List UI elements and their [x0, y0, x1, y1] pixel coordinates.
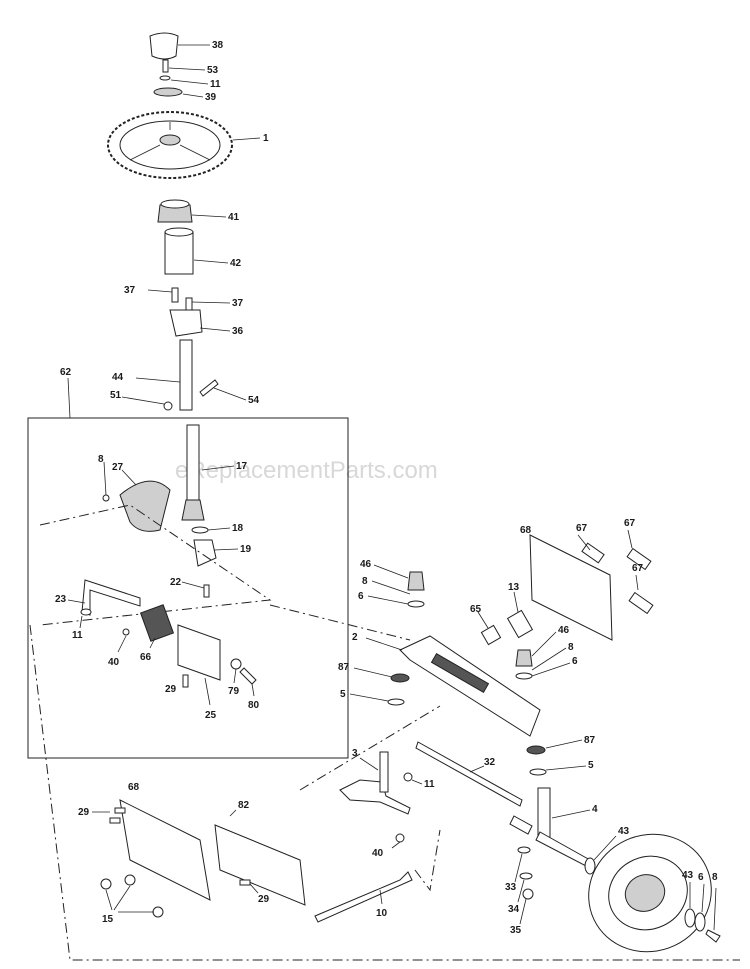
label-67-b: 67 [624, 518, 636, 529]
front-axle-group: 68 67 67 67 46 8 6 13 65 46 8 6 [338, 518, 721, 953]
label-22: 22 [170, 577, 182, 588]
label-39: 39 [205, 92, 217, 103]
label-8-right: 8 [568, 642, 574, 653]
sector-gear-part [119, 480, 171, 532]
label-36: 36 [232, 326, 244, 337]
label-51: 51 [110, 390, 122, 401]
label-34: 34 [508, 904, 520, 915]
label-5-right: 5 [588, 760, 594, 771]
label-27: 27 [112, 462, 124, 473]
label-82: 82 [238, 800, 250, 811]
label-40-box: 40 [108, 657, 120, 668]
label-40-axle: 40 [372, 848, 384, 859]
lower-bracket-group: 68 29 82 29 15 10 [29, 604, 740, 961]
label-67-c: 67 [632, 563, 644, 574]
label-41: 41 [228, 212, 240, 223]
label-18: 18 [232, 523, 244, 534]
label-17: 17 [236, 461, 248, 472]
label-15: 15 [102, 914, 114, 925]
steering-column-group: 38 53 11 39 1 41 42 37 [107, 32, 269, 411]
cap-part [149, 32, 179, 60]
label-19: 19 [240, 544, 252, 555]
label-79: 79 [228, 686, 240, 697]
label-66: 66 [140, 652, 152, 663]
bolt-part [162, 59, 169, 73]
label-6-left: 6 [358, 591, 364, 602]
label-68-axle: 68 [520, 525, 532, 536]
label-33: 33 [505, 882, 517, 893]
label-43-left: 43 [618, 826, 630, 837]
watermark-text: eReplacementParts.com [175, 457, 438, 484]
label-8-gear: 8 [98, 454, 104, 465]
label-87-left: 87 [338, 662, 350, 673]
label-46-left: 46 [360, 559, 372, 570]
label-62: 62 [60, 367, 72, 378]
label-87-right: 87 [584, 735, 596, 746]
label-25: 25 [205, 710, 217, 721]
label-6-right: 6 [572, 656, 578, 667]
label-54: 54 [248, 395, 260, 406]
label-8-left: 8 [362, 576, 368, 587]
label-2: 2 [352, 632, 358, 643]
label-46-right: 46 [558, 625, 570, 636]
label-80: 80 [248, 700, 260, 711]
steering-gear-box: 62 17 18 19 22 8 27 23 11 [27, 367, 349, 759]
label-13: 13 [508, 582, 520, 593]
label-43-right: 43 [682, 870, 694, 881]
label-37-right: 37 [232, 298, 244, 309]
label-3: 3 [352, 748, 358, 759]
label-37-left: 37 [124, 285, 136, 296]
label-65: 65 [470, 604, 482, 615]
label-6-wheel: 6 [698, 872, 704, 883]
label-23: 23 [55, 594, 67, 605]
label-53: 53 [207, 65, 219, 76]
label-5-left: 5 [340, 689, 346, 700]
label-44: 44 [112, 372, 124, 383]
label-11-top: 11 [210, 79, 221, 90]
label-38: 38 [212, 40, 224, 51]
label-29-lower: 29 [78, 807, 90, 818]
label-29-box: 29 [165, 684, 177, 695]
label-68-lower: 68 [128, 782, 140, 793]
label-11-box: 11 [72, 630, 83, 641]
label-29-right: 29 [258, 894, 270, 905]
label-67-a: 67 [576, 523, 588, 534]
label-10: 10 [376, 908, 388, 919]
label-4: 4 [592, 804, 598, 815]
label-35: 35 [510, 925, 522, 936]
label-1: 1 [263, 133, 269, 144]
label-32: 32 [484, 757, 496, 768]
label-8-wheel: 8 [712, 872, 718, 883]
label-42: 42 [230, 258, 242, 269]
label-11-axle: 11 [424, 779, 435, 790]
